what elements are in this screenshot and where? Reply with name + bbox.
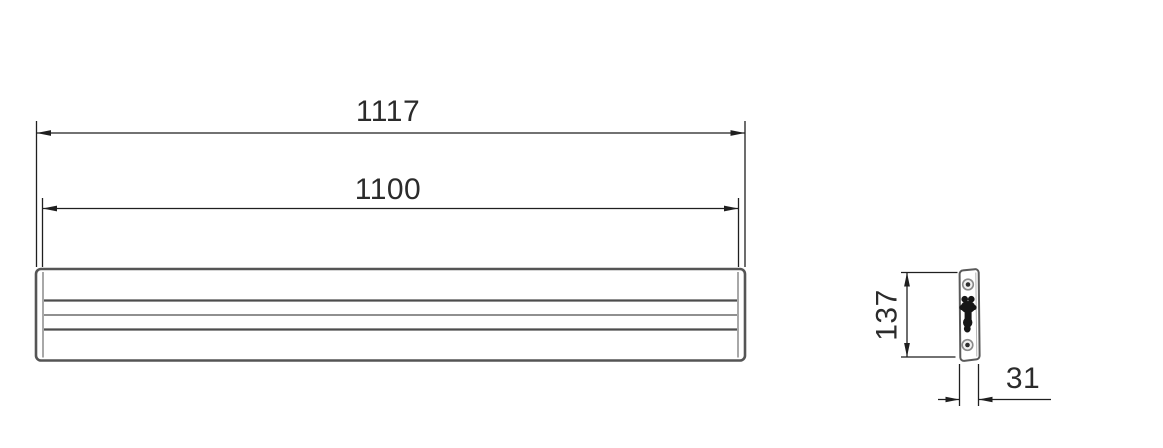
- arrowhead-right-icon: [724, 205, 739, 212]
- arrowhead-left-icon: [945, 396, 960, 403]
- screw-hole-bottom-icon: [961, 338, 974, 352]
- dimension-overall-length: [35, 121, 746, 267]
- dimension-label-mounting-length: 1100: [355, 173, 422, 206]
- arrowhead-down-icon: [904, 343, 910, 357]
- arrowhead-right-icon: [978, 396, 993, 403]
- side-view: [958, 268, 981, 362]
- screw-hole-top-icon: [961, 278, 975, 291]
- arrowhead-up-icon: [904, 272, 910, 287]
- dimension-label-overall-length: 1117: [356, 95, 420, 128]
- arrowhead-left-icon: [36, 130, 51, 136]
- arrowhead-left-icon: [42, 205, 57, 212]
- keyhole-bracket-icon: [959, 295, 977, 333]
- front-view: [34, 267, 747, 362]
- dimension-label-depth: 31: [1006, 362, 1040, 395]
- dimension-label-height: 137: [871, 289, 904, 341]
- arrowhead-right-icon: [730, 130, 745, 136]
- dimension-height: [901, 271, 958, 358]
- dimension-depth: [938, 364, 1051, 406]
- side-view-edge-highlight: [975, 272, 978, 357]
- dimension-mounting-length: [41, 198, 740, 267]
